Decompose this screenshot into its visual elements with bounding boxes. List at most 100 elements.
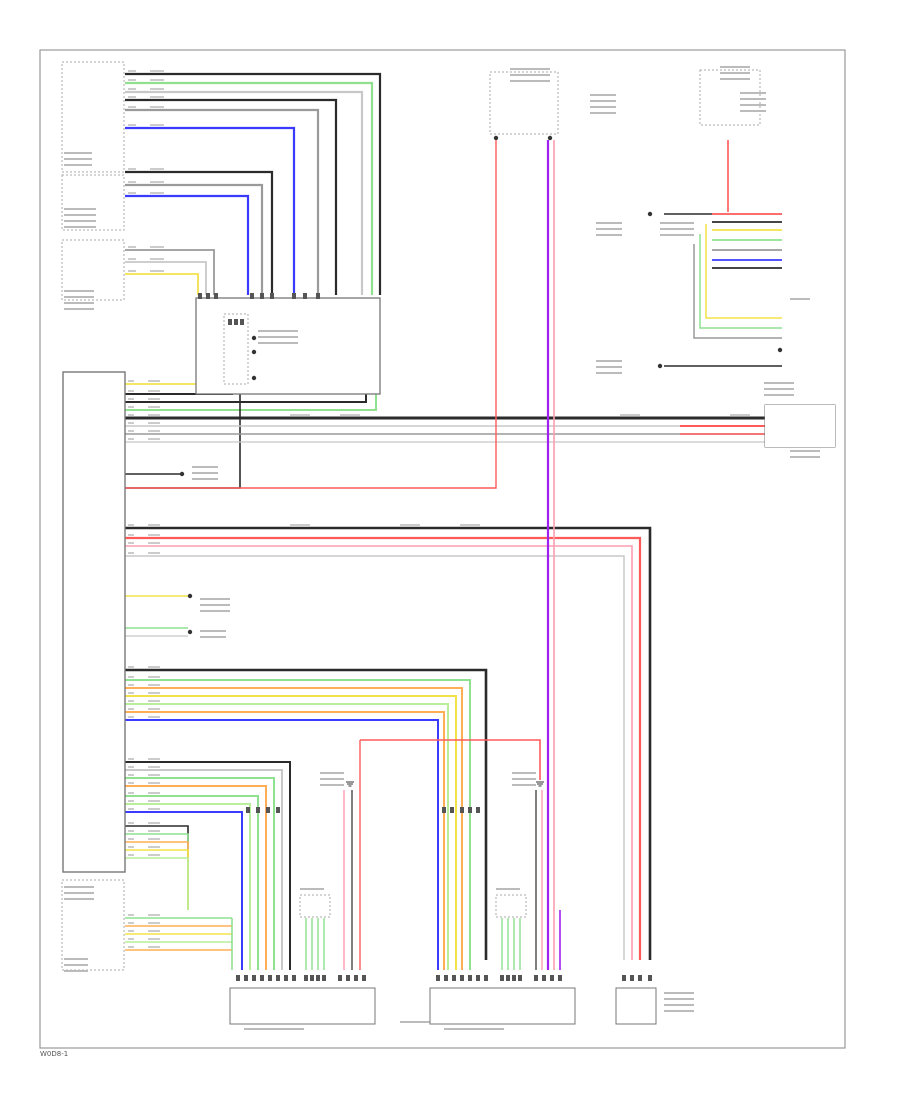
label-mark xyxy=(664,1010,694,1012)
label-mark xyxy=(64,302,94,304)
label-mark xyxy=(258,330,298,332)
connector-pin-icon xyxy=(276,975,280,981)
label-mark xyxy=(510,74,550,76)
pin-number-mark xyxy=(128,800,134,802)
pin-number-mark xyxy=(128,758,134,760)
junction-inner-outline xyxy=(223,313,249,385)
pin-number-mark xyxy=(128,830,134,832)
label-mark xyxy=(200,604,230,606)
label-mark xyxy=(64,970,88,972)
label-mark xyxy=(660,228,694,230)
wire-code-mark xyxy=(148,922,160,924)
wire-code-mark xyxy=(150,79,164,81)
connector-pin-icon xyxy=(450,807,454,813)
antenna-module-box xyxy=(615,987,657,1025)
amp-c-wire xyxy=(125,857,189,910)
pin-number-mark xyxy=(128,676,134,678)
connector-pin-icon xyxy=(270,293,274,299)
top-harness-wire xyxy=(125,72,382,295)
top-right-fuse-outline xyxy=(699,69,761,126)
lower-harness-wire xyxy=(125,261,207,295)
wire-code-mark xyxy=(148,666,160,668)
label-mark xyxy=(64,226,96,228)
label-mark xyxy=(790,456,820,458)
pin-number-mark xyxy=(128,914,134,916)
diagram-frame xyxy=(39,49,846,1049)
label-mark xyxy=(64,958,88,960)
middle-module-outline xyxy=(61,174,125,231)
wire-code-mark xyxy=(148,430,160,432)
label-mark xyxy=(510,80,550,82)
wire-code-mark xyxy=(148,524,160,526)
pin-number-mark xyxy=(128,700,134,702)
connector-pin-icon xyxy=(251,375,257,381)
label-mark xyxy=(596,360,622,362)
connector-pin-icon xyxy=(638,975,642,981)
amp-b-wire xyxy=(125,795,259,970)
connector-pin-icon xyxy=(622,975,626,981)
wire-code-mark xyxy=(148,782,160,784)
connector-pin-icon xyxy=(777,347,783,353)
wire-code-mark xyxy=(150,106,164,108)
wire-code-mark xyxy=(148,542,160,544)
wire-code-mark xyxy=(290,524,310,526)
label-mark xyxy=(590,94,616,96)
pin-number-mark xyxy=(128,854,134,856)
wire-code-mark xyxy=(150,246,164,248)
connector-pin-icon xyxy=(303,293,307,299)
wire-code-mark xyxy=(148,414,160,416)
pin-number-mark xyxy=(128,534,134,536)
label-mark xyxy=(764,382,794,384)
connector-pin-icon xyxy=(304,975,308,981)
connector-pin-icon xyxy=(476,807,480,813)
wire-code-mark xyxy=(148,758,160,760)
speaker-supply-red xyxy=(360,739,541,780)
wire-code-mark xyxy=(128,96,136,98)
label-mark xyxy=(720,78,750,80)
pin-number-mark xyxy=(128,792,134,794)
top-harness-wire xyxy=(125,126,296,295)
connector-pin-icon xyxy=(346,975,350,981)
mid-harness-wire xyxy=(125,170,274,295)
wire-code-mark xyxy=(150,70,164,72)
wire-code-mark xyxy=(148,808,160,810)
wire-code-mark xyxy=(150,168,164,170)
control-unit-wire xyxy=(699,234,782,329)
wire-code-mark xyxy=(148,946,160,948)
wire-code-mark xyxy=(128,70,136,72)
components xyxy=(61,61,836,1025)
ground-icon xyxy=(536,781,544,787)
connector-pin-icon xyxy=(547,135,553,141)
wire-code-mark xyxy=(148,390,160,392)
label-mark xyxy=(720,72,750,74)
label-mark xyxy=(764,388,794,390)
amp-b-wire xyxy=(125,761,291,970)
pin-number-mark xyxy=(128,430,134,432)
connector-pin-icon xyxy=(322,975,326,981)
wire-code-mark xyxy=(148,792,160,794)
wire-code-mark xyxy=(148,774,160,776)
label-mark xyxy=(596,366,622,368)
labels xyxy=(64,66,820,1030)
mid-harness-wire xyxy=(125,183,264,295)
label-mark xyxy=(740,92,766,94)
connector-pin-icon xyxy=(187,593,193,599)
wire-code-mark xyxy=(148,422,160,424)
ground-icon xyxy=(346,781,354,787)
connector-pin-icon xyxy=(276,807,280,813)
pin-number-mark xyxy=(128,930,134,932)
wire-code-mark xyxy=(128,246,136,248)
label-mark xyxy=(740,98,766,100)
amp-c-wire xyxy=(125,833,189,910)
amp-b-wire xyxy=(125,803,251,970)
pin-number-mark xyxy=(128,946,134,948)
wire-code-mark xyxy=(128,168,136,170)
label-mark xyxy=(64,214,96,216)
pin-number-mark xyxy=(128,666,134,668)
connector-pin-icon xyxy=(362,975,366,981)
amp-a-wire xyxy=(125,719,439,970)
amp-a-wire xyxy=(125,687,463,970)
amp-b-wire xyxy=(125,785,267,970)
connector-pin-icon xyxy=(198,293,202,299)
pin-number-mark xyxy=(128,542,134,544)
